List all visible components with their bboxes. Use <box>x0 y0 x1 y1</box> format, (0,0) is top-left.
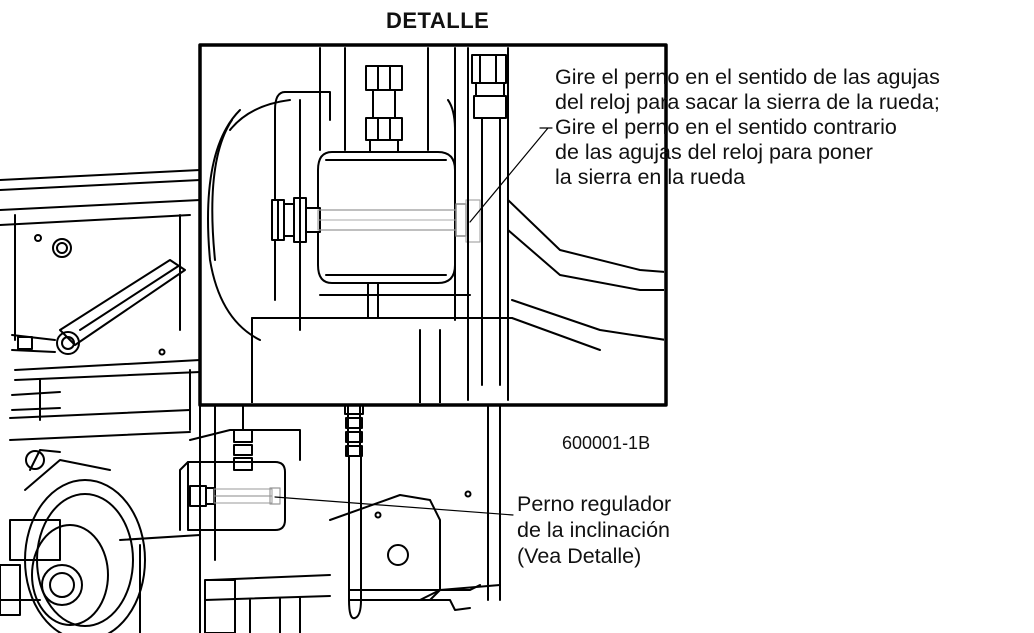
machine-frame <box>0 169 501 633</box>
detail-callout-line: de las agujas del reloj para poner <box>555 140 873 164</box>
detail-title: DETALLE <box>386 8 490 33</box>
detail-leader-line <box>469 127 553 223</box>
detail-callout-line: Gire el perno en el sentido contrario <box>555 115 897 139</box>
detail-callout-text: Gire el perno en el sentido de las aguja… <box>555 65 940 190</box>
bolt-leader-line <box>274 496 514 516</box>
detail-callout-line: la sierra en la rueda <box>555 165 746 189</box>
detail-illustration <box>207 47 664 403</box>
bolt-callout-line: Perno regulador <box>517 492 672 516</box>
detail-box <box>198 43 668 407</box>
detail-callout-line: del reloj para sacar la sierra de la rue… <box>555 90 940 114</box>
bolt-callout-line: (Vea Detalle) <box>517 544 642 568</box>
bolt-callout-line: de la inclinación <box>517 518 670 542</box>
tilt-block-small <box>179 461 286 531</box>
detail-callout-line: Gire el perno en el sentido de las aguja… <box>555 65 940 89</box>
figure-id: 600001-1B <box>562 433 651 453</box>
bolt-callout-text: Perno regulador de la inclinación (Vea D… <box>517 491 671 569</box>
